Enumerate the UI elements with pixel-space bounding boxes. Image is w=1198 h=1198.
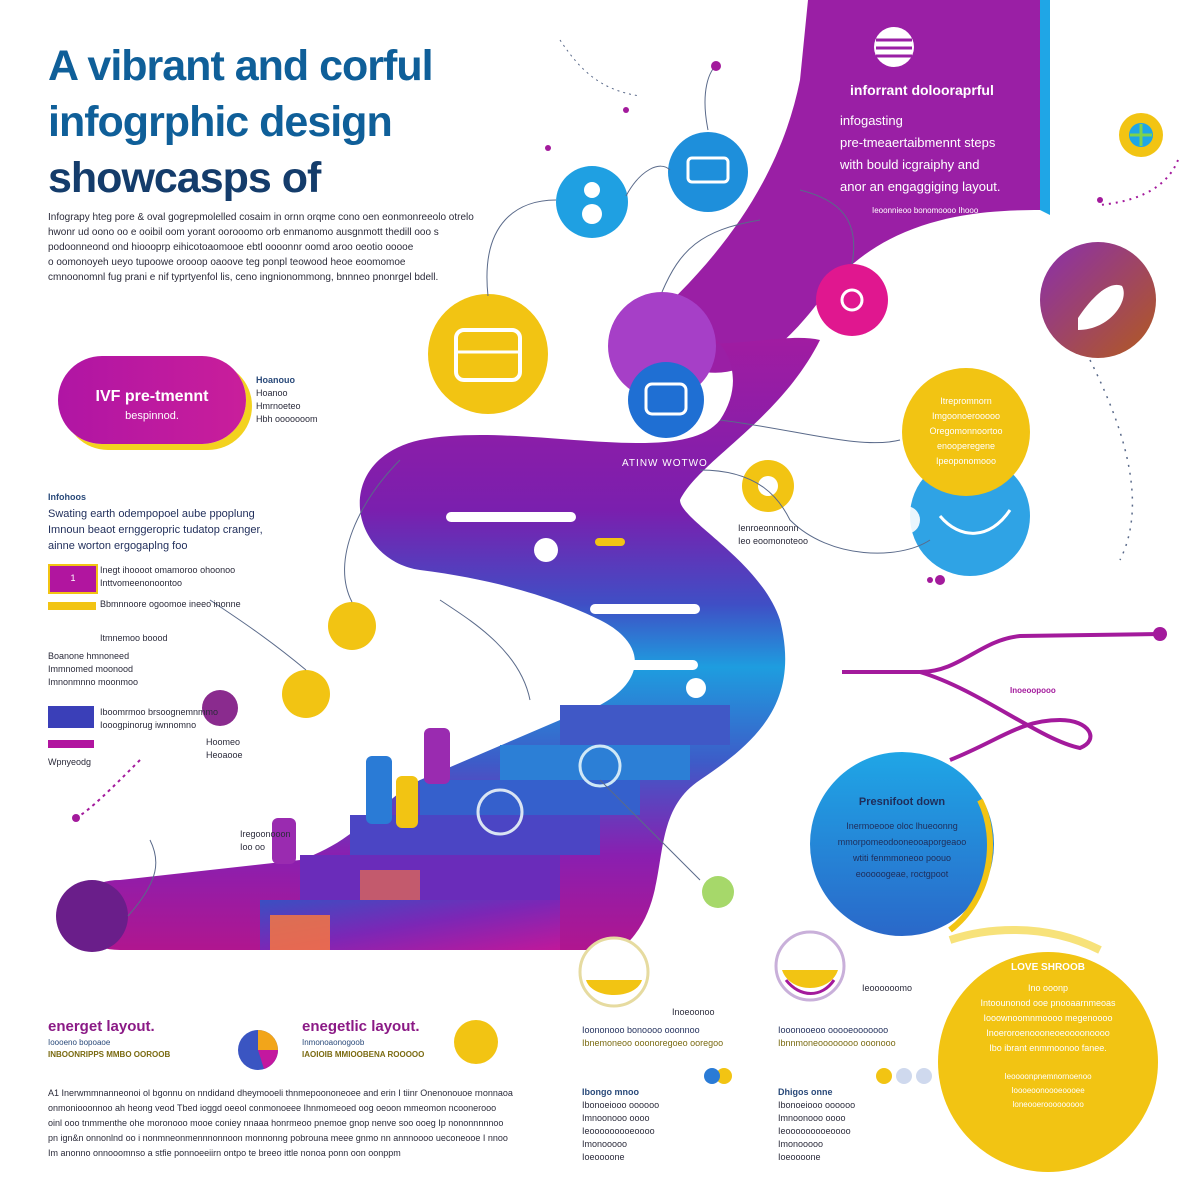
bottom-left-sub2: INBOONRIPPS MMBO OOROOB	[48, 1050, 171, 1059]
purple-panel-title: inforrant dolooraprful	[850, 82, 994, 98]
left-item-3: Itmnemoo boood	[100, 633, 168, 643]
col2-lines: Iooonooeoo ooooeooooooo Ibnnmoneoooooooo…	[778, 1025, 896, 1048]
col1-list: Ibongo mnoo Ibonoeiooo oooooo Imnoonooo …	[582, 1087, 660, 1162]
page-title: A vibrant and corful infogrphic design s…	[48, 38, 488, 206]
left-item-bar-5	[48, 740, 94, 748]
node-yellow-right	[902, 368, 1030, 496]
node-blue-2	[668, 132, 748, 212]
node-yellow-jar	[428, 294, 548, 414]
left-info-block: Infohoos Swating earth odempopoel aube p…	[48, 492, 263, 552]
intro-paragraph: Infograpy hteg pore & oval gogrepmolelle…	[48, 212, 474, 283]
bottom-mid-heading: enegetlic layout.	[302, 1018, 420, 1035]
bottom-paragraph: A1 Inerwmmnanneonoi ol bgonnu on nndidan…	[48, 1088, 513, 1158]
left-item-tag-5	[48, 706, 94, 728]
left-item-2: Bbmnnoore ogoomoe ineeo inonne	[100, 599, 241, 609]
title-line-2: infogrphic design	[48, 98, 393, 146]
yellow-info-circle	[938, 952, 1158, 1172]
ivf-pill-text: IVF pre-tmennt bespinnod.	[95, 388, 209, 422]
bottom-mid-sub2: IAOIOIB MMIOOBENA ROOOOO	[302, 1050, 425, 1059]
mid-label-blue: Ienroeonnoonn Ieo eoomonoteoo	[738, 523, 809, 546]
purple-panel-footnote: Ieoonnieoo bonomoooo Ihooo	[872, 206, 979, 215]
bottom-mid-sub: Inmonoaonogoob	[302, 1038, 365, 1047]
left-item-5: Iboomrmoo brsoognemnmmo Iooogpinorug iwn…	[100, 707, 219, 730]
mid-label-tube2: Iregoonooon Ioo oo	[240, 829, 291, 852]
bottom-left-heading: energet layout.	[48, 1018, 155, 1035]
blue-info-circle	[810, 752, 994, 936]
purple-panel-lines: infogasting pre-tmeaertaibmennt steps wi…	[840, 113, 1001, 194]
purple-ribbon-top	[640, 0, 1040, 373]
col2-tag: Ieoooooomo	[862, 983, 913, 993]
left-item-bar-2	[48, 602, 96, 610]
mid-label-tube: Hoomeo Heoaooe	[206, 737, 243, 760]
purple-ribbon-edge	[1040, 0, 1050, 215]
bottom-left-circle	[56, 880, 128, 952]
title-line-1: A vibrant and corful	[48, 42, 434, 90]
right-yellow-node-text: Itrepromnorn Imgoonoerooooo Oregomonnoor…	[929, 396, 1003, 466]
pill-side-notes: Hoanouo Hoanoo Hmrnoeteo Hbh ooooooom	[256, 375, 318, 424]
title-line-3: showcasps of	[48, 154, 321, 202]
left-item-tag-1: 1	[48, 564, 98, 594]
col1-tag: Inoeoonoo	[672, 1007, 715, 1017]
blue-circle-text: Presnifoot down Inermoeooe oloc lhueoonn…	[837, 796, 967, 879]
left-item-4: Boanone hmnoneed Immnomed moonood Imnonm…	[48, 651, 139, 687]
bottom-left-sub: Ioooeno bopoaoe	[48, 1038, 111, 1047]
left-item-1: Inegt ihoooot omamoroo ohoonoo Inttvomee…	[100, 565, 236, 588]
col2-list: Dhigos onne Ibonoeiooo oooooo Imnoonooo …	[778, 1087, 856, 1162]
left-block-footer: Wpnyeodg	[48, 757, 92, 767]
yellow-circle-text: LOVE SHROOB Ino ooonp Intoounonod ooe pn…	[980, 962, 1116, 1109]
col1-lines: Ioononooo bonoooo ooonnoo Ibnemoneoo ooo…	[582, 1025, 724, 1048]
node-blue-1	[556, 166, 628, 238]
ivf-pill-badge	[58, 356, 246, 444]
stair-label: ATINW WOTWO	[622, 458, 708, 469]
graph-label: Inoeoopooo	[1010, 686, 1056, 695]
node-blue-icon	[628, 362, 704, 438]
node-magenta	[816, 264, 888, 336]
stair-steps	[260, 705, 730, 950]
